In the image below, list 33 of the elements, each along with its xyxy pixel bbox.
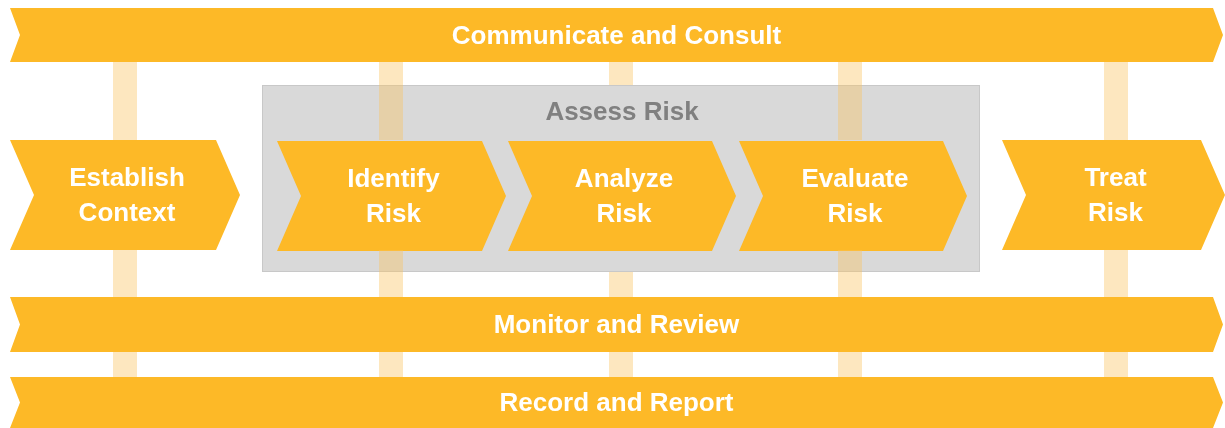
banner-band xyxy=(10,297,1223,352)
chevron-step xyxy=(508,141,736,251)
step-label: Identify Risk xyxy=(346,162,441,230)
connector-bar xyxy=(838,250,862,297)
connector-bar xyxy=(1104,250,1128,297)
chevron-step xyxy=(277,141,506,251)
banner-band xyxy=(10,377,1223,428)
step-label: Analyze Risk xyxy=(573,162,675,230)
connector-bar xyxy=(113,352,137,377)
connector-bar xyxy=(113,62,137,140)
step-label: Monitor and Review xyxy=(492,308,741,341)
group-panel xyxy=(262,85,980,272)
chevron-step xyxy=(1002,140,1225,250)
step-label: Establish Context xyxy=(68,161,186,229)
connector-bar xyxy=(379,62,403,140)
connector-bar xyxy=(379,250,403,297)
connector-bar xyxy=(838,352,862,377)
step-label: Evaluate Risk xyxy=(800,162,910,230)
step-label: Record and Report xyxy=(498,386,735,419)
connector-bar xyxy=(379,352,403,377)
step-label: Communicate and Consult xyxy=(450,18,783,52)
connector-bar xyxy=(1104,352,1128,377)
connector-bar xyxy=(609,272,633,297)
connector-bar xyxy=(609,62,633,85)
step-label: Treat Risk xyxy=(1083,161,1148,229)
group-title: Assess Risk xyxy=(544,95,700,128)
connector-bar xyxy=(838,62,862,140)
connector-bar xyxy=(1104,62,1128,140)
chevron-step xyxy=(739,141,967,251)
connector-bar xyxy=(609,352,633,377)
connector-bar xyxy=(113,250,137,297)
chevron-step xyxy=(10,140,240,250)
banner-band xyxy=(10,8,1223,62)
